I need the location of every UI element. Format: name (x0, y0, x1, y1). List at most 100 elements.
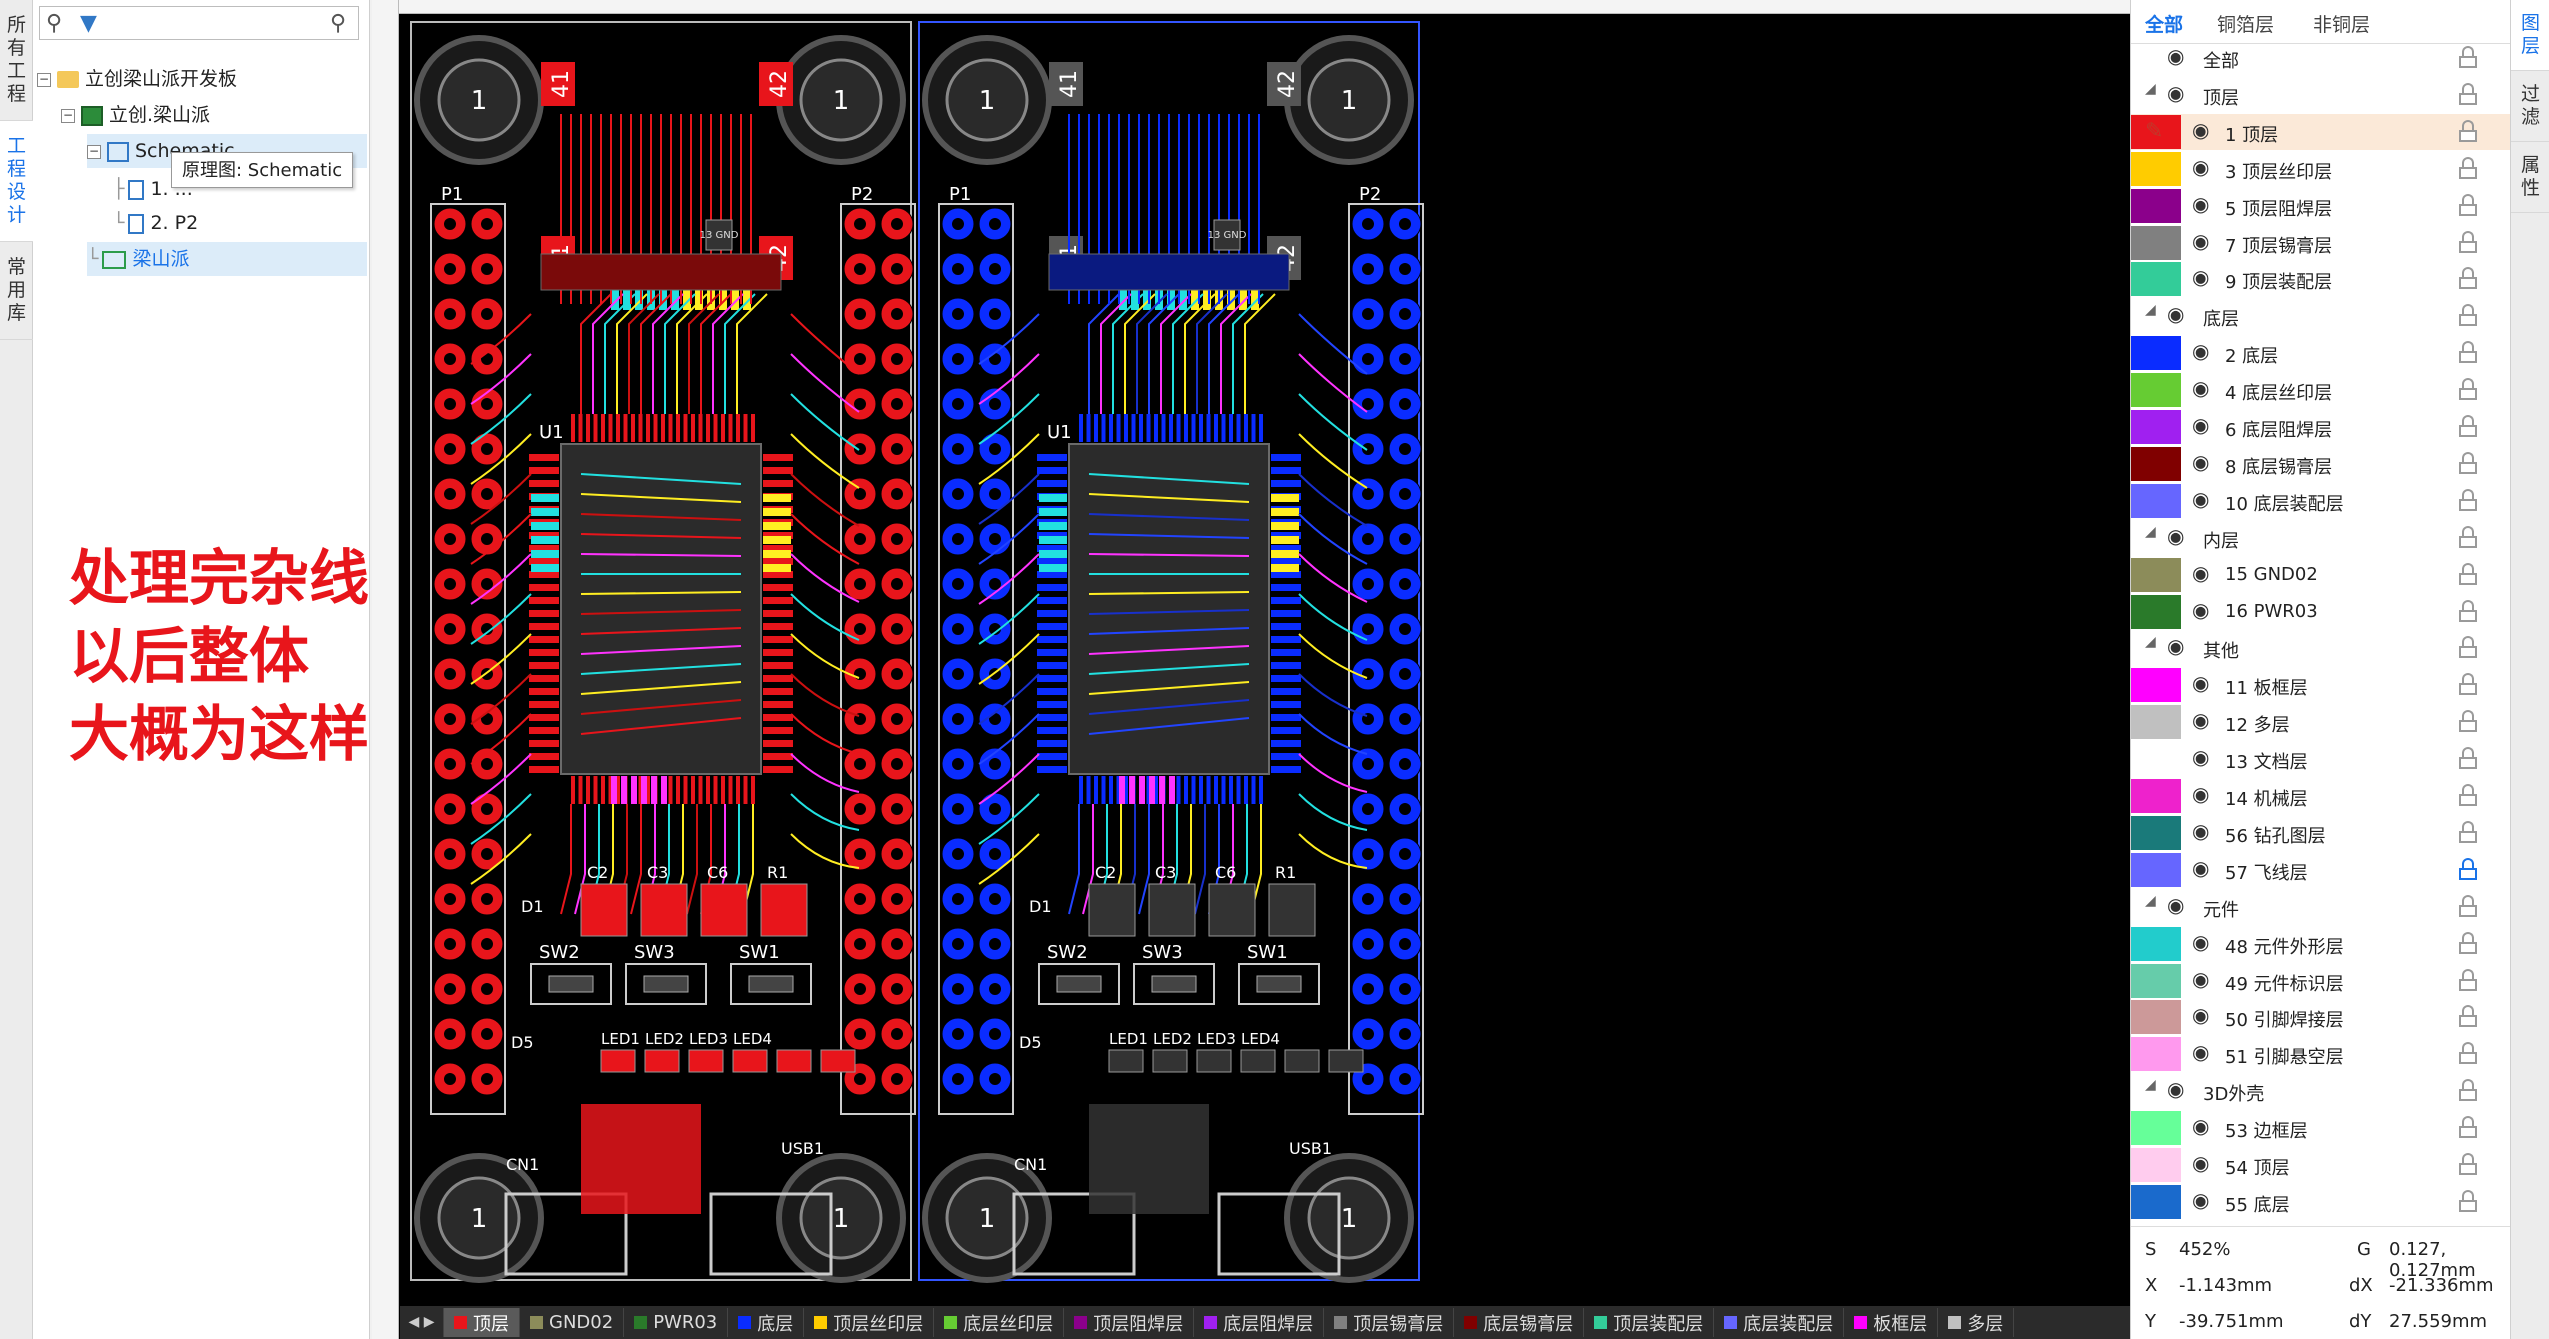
layer-tab[interactable]: 底层锡膏层 (1454, 1308, 1585, 1337)
layer-color-swatch[interactable] (2131, 446, 2181, 481)
layer-tab[interactable]: GND02 (520, 1308, 625, 1337)
eye-icon[interactable]: ◉ (2192, 191, 2210, 216)
eye-icon[interactable]: ◉ (2167, 634, 2185, 659)
layer-group-row[interactable]: ◢◉元件 (2131, 889, 2511, 925)
layer-color-swatch[interactable] (2131, 336, 2181, 371)
eye-icon[interactable]: ◉ (2167, 892, 2185, 917)
layer-row[interactable]: ◉7 顶层锡膏层 (2131, 225, 2511, 261)
layer-row[interactable]: ◉14 机械层 (2131, 778, 2511, 814)
layer-row[interactable]: ✎◉1 顶层 (2131, 113, 2511, 150)
tree-item-project[interactable]: −立创梁山派开发板 (37, 62, 367, 96)
eye-icon[interactable]: ◉ (2192, 376, 2210, 401)
collapse-caret-icon[interactable]: ◢ (2145, 302, 2156, 319)
eye-icon[interactable]: ◉ (2192, 154, 2210, 179)
eye-icon[interactable]: ◉ (2167, 302, 2185, 327)
eye-icon[interactable]: ◉ (2192, 265, 2210, 290)
layer-color-swatch[interactable] (2131, 1000, 2181, 1035)
tree-search-box[interactable]: ⚲ ▼ ⚲ (39, 6, 359, 40)
tab-all-projects[interactable]: 所有工程 (0, 0, 33, 121)
lock-icon[interactable] (2459, 931, 2477, 954)
lock-icon[interactable] (2459, 82, 2477, 105)
layer-row[interactable]: ◉3 顶层丝印层 (2131, 151, 2511, 187)
layer-tab[interactable]: 多层 (1938, 1308, 2015, 1337)
eye-icon[interactable]: ◉ (2192, 486, 2210, 511)
tree-item-page-2[interactable]: └2. P2 (113, 206, 367, 240)
lock-icon[interactable] (2459, 673, 2477, 696)
eye-icon[interactable]: ◉ (2192, 745, 2210, 770)
lock-icon[interactable] (2459, 1042, 2477, 1065)
lock-icon[interactable] (2459, 415, 2477, 437)
eye-icon[interactable]: ◉ (2192, 117, 2210, 142)
eye-icon[interactable]: ◉ (2192, 597, 2210, 622)
layer-color-swatch[interactable] (2131, 815, 2181, 850)
search-icon[interactable]: ⚲ (46, 11, 63, 36)
layer-tab[interactable]: 顶层锡膏层 (1324, 1308, 1455, 1337)
lock-icon[interactable] (2459, 119, 2477, 142)
eye-icon[interactable]: ◉ (2192, 228, 2210, 253)
eye-icon[interactable]: ◉ (2167, 1077, 2185, 1102)
collapse-caret-icon[interactable]: ◢ (2145, 1077, 2156, 1094)
eye-icon[interactable]: ◉ (2192, 708, 2210, 733)
layer-row[interactable]: ◉16 PWR03 (2131, 594, 2511, 630)
eye-icon[interactable]: ◉ (2192, 1003, 2210, 1028)
tab-non-copper-layers[interactable]: 非铜层 (2313, 14, 2371, 36)
lock-icon[interactable] (2459, 451, 2477, 474)
filter-icon[interactable]: ▼ (80, 11, 97, 36)
eye-icon[interactable]: ◉ (2192, 671, 2210, 696)
lock-icon[interactable] (2459, 1189, 2477, 1212)
lock-icon[interactable] (2459, 894, 2477, 917)
tab-copper-layers[interactable]: 铜箔层 (2217, 14, 2275, 36)
collapse-caret-icon[interactable]: ◢ (2145, 892, 2156, 909)
lock-icon[interactable] (2459, 156, 2477, 179)
layer-color-swatch[interactable] (2131, 151, 2181, 186)
eye-icon[interactable]: ◉ (2192, 966, 2210, 991)
layer-group-row[interactable]: ◢◉其他 (2131, 630, 2511, 666)
layer-row[interactable]: ◉12 多层 (2131, 704, 2511, 740)
tab-common-library[interactable]: 常用库 (0, 242, 33, 340)
layer-tab[interactable]: 底层 (728, 1308, 805, 1337)
layer-row[interactable]: ◉6 底层阻焊层 (2131, 409, 2511, 445)
layer-tab[interactable]: 顶层丝印层 (804, 1308, 935, 1337)
layer-tab[interactable]: 底层阻焊层 (1194, 1308, 1325, 1337)
layer-color-swatch[interactable] (2131, 1148, 2181, 1182)
layer-tab[interactable]: PWR03 (624, 1308, 729, 1337)
tree-item-board[interactable]: −立创.梁山派 (61, 98, 367, 132)
lock-icon[interactable] (2459, 1153, 2477, 1175)
layer-tab-nav[interactable]: ◀ ▶ (400, 1308, 444, 1337)
lock-icon[interactable] (2459, 599, 2477, 622)
layer-color-swatch[interactable] (2131, 1184, 2181, 1219)
lock-icon[interactable] (2459, 784, 2477, 806)
layer-color-swatch[interactable] (2131, 262, 2181, 297)
tab-properties[interactable]: 属性 (2511, 142, 2549, 213)
eye-icon[interactable]: ◉ (2192, 1151, 2210, 1175)
pcb-drawing[interactable]: 1111P1P241424142U113 GNDSW2SW3SW1C2C3C6R… (399, 14, 2130, 1306)
layer-row[interactable]: ◉56 钻孔图层 (2131, 815, 2511, 851)
lock-icon[interactable] (2459, 1116, 2477, 1139)
lock-icon[interactable] (2459, 1079, 2477, 1102)
layer-group-row[interactable]: ◢◉顶层 (2131, 77, 2511, 113)
lock-icon[interactable] (2459, 267, 2477, 290)
eye-icon[interactable]: ◉ (2192, 855, 2210, 880)
layer-color-swatch[interactable] (2131, 594, 2181, 629)
lock-icon[interactable] (2459, 710, 2477, 733)
eye-icon[interactable]: ◉ (2192, 413, 2210, 437)
layer-color-swatch[interactable] (2131, 852, 2181, 887)
layer-row[interactable]: ◉10 底层装配层 (2131, 483, 2511, 519)
layer-color-swatch[interactable] (2131, 373, 2181, 408)
layer-color-swatch[interactable] (2131, 114, 2181, 149)
collapse-caret-icon[interactable]: ◢ (2145, 634, 2156, 651)
collapse-caret-icon[interactable]: ◢ (2145, 80, 2156, 97)
layer-row[interactable]: ◉53 边框层 (2131, 1110, 2511, 1146)
collapse-icon[interactable]: − (61, 107, 75, 123)
layer-color-swatch[interactable] (2131, 779, 2181, 813)
eye-icon[interactable]: ◉ (2192, 929, 2210, 954)
layer-row[interactable]: ◉2 底层 (2131, 335, 2511, 371)
collapse-caret-icon[interactable]: ◢ (2145, 523, 2156, 540)
lock-icon[interactable] (2459, 230, 2477, 253)
layer-tab[interactable]: 顶层 (444, 1308, 520, 1337)
layer-color-swatch[interactable] (2131, 225, 2181, 260)
lock-icon[interactable] (2459, 636, 2477, 659)
tree-item-pcb[interactable]: └梁山派 (87, 242, 367, 276)
eye-icon[interactable]: ◉ (2192, 560, 2210, 585)
layer-row[interactable]: ◉54 顶层 (2131, 1147, 2511, 1183)
